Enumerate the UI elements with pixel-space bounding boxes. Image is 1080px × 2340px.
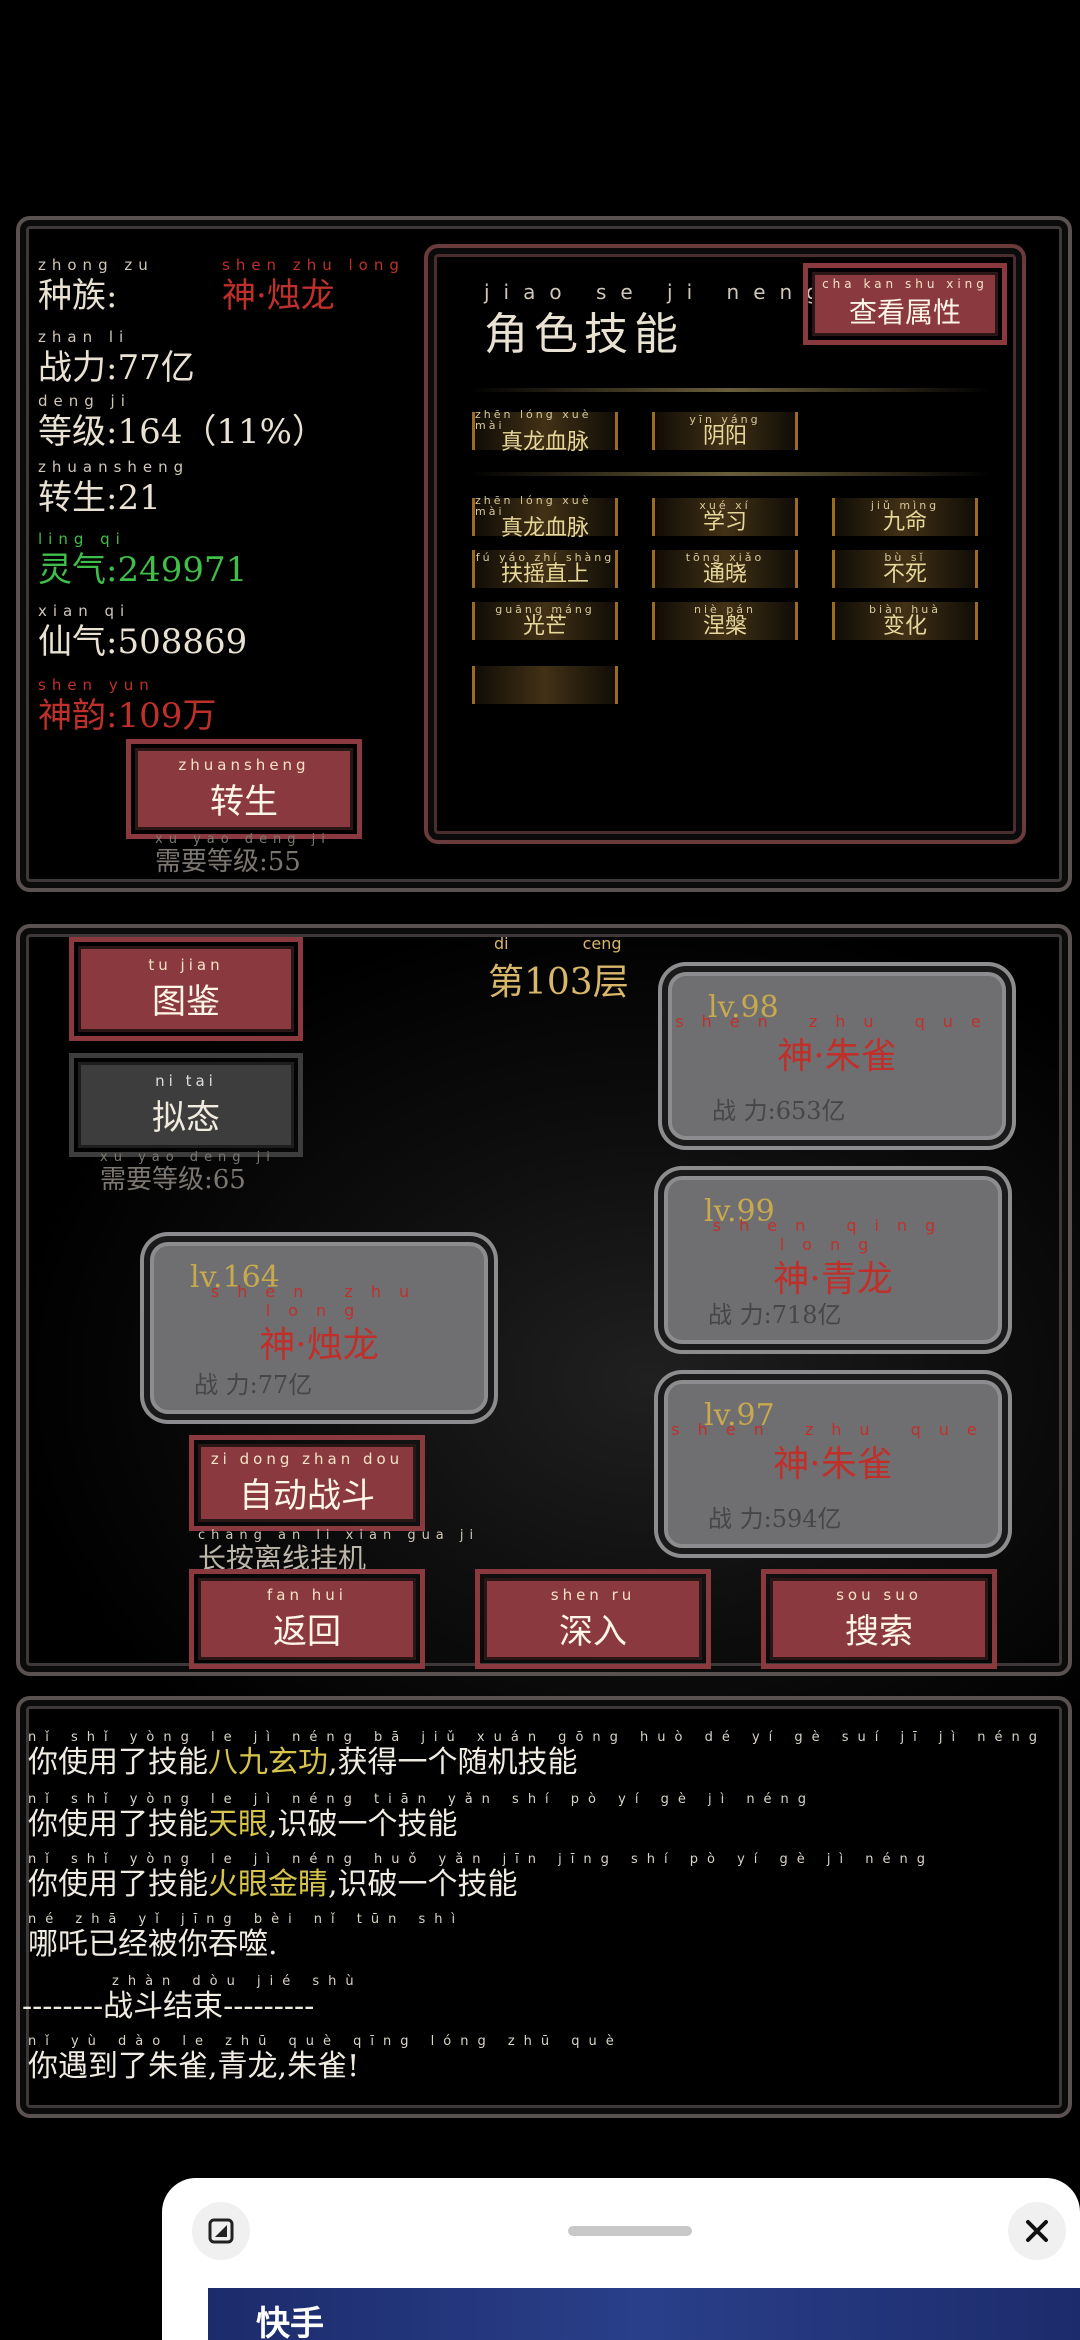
rebirth-button[interactable]: zhuansheng 转生 [126, 739, 362, 839]
level-row: deng ji 等级:164（11%） [38, 392, 326, 452]
power-row: zhan li 战力:77亿 [38, 328, 195, 388]
charm-row: shen yun 神韵:109万 [38, 676, 217, 736]
nitai-button[interactable]: ni tai 拟态 [69, 1053, 303, 1157]
spirit-row: ling qi 灵气:249971 [38, 530, 248, 590]
bottom-sheet: 快手 [162, 2178, 1080, 2340]
offline-hint: chang an li xian gua ji 长按离线挂机 [198, 1528, 480, 1575]
log-line-1: nǐ shǐ yòng le jì néng bā jiǔ xuán gōng … [28, 1730, 1046, 1780]
race-row: zhong zu 种族: [38, 256, 154, 316]
immortal-row: xian qi 仙气:508869 [38, 602, 248, 662]
rebirth-row: zhuansheng 转生:21 [38, 458, 190, 518]
battle-log-panel [16, 1696, 1072, 2118]
skills-title: jiao se ji neng 角色技能 [484, 280, 833, 360]
rebirth-requirement: xu yao deng ji 需要等级:55 [155, 832, 331, 877]
race-value: shen zhu long 神·烛龙 [222, 256, 405, 316]
skills-panel [424, 244, 1026, 844]
auto-battle-button[interactable]: zi dong zhan dou 自动战斗 [189, 1435, 425, 1531]
close-icon[interactable] [1008, 2202, 1066, 2260]
nitai-requirement: xu yao deng ji 需要等级:65 [100, 1150, 276, 1195]
skill-divider [470, 388, 990, 392]
log-line-2: nǐ shǐ yòng le jì néng tiān yǎn shí pò y… [28, 1792, 816, 1842]
back-button[interactable]: fan hui 返回 [189, 1569, 425, 1669]
skill-divider [470, 472, 990, 476]
status-panel [16, 216, 1072, 892]
log-line-6: nǐ yù dào le zhū què qīng lóng zhū què 你… [28, 2034, 623, 2084]
skill-empty-slot[interactable] [472, 666, 618, 704]
app-preview-strip[interactable]: 快手 [208, 2288, 1080, 2340]
view-attributes-button[interactable]: cha kan shu xing 查看属性 [803, 263, 1007, 345]
battle-panel [16, 924, 1072, 1676]
tujian-button[interactable]: tu jian 图鉴 [69, 937, 303, 1041]
drag-handle[interactable] [568, 2226, 692, 2236]
log-line-4: né zhā yǐ jīng bèi nǐ tūn shì 哪吒已经被你吞噬. [28, 1912, 465, 1962]
search-button[interactable]: sou suo 搜索 [761, 1569, 997, 1669]
go-deeper-button[interactable]: shen ru 深入 [475, 1569, 711, 1669]
minimize-icon[interactable] [192, 2202, 250, 2260]
log-line-3: nǐ shǐ yòng le jì néng huǒ yǎn jīn jīng … [28, 1852, 935, 1902]
log-line-5: zhàn dòu jié shù --------战斗结束--------- [22, 1974, 363, 2024]
